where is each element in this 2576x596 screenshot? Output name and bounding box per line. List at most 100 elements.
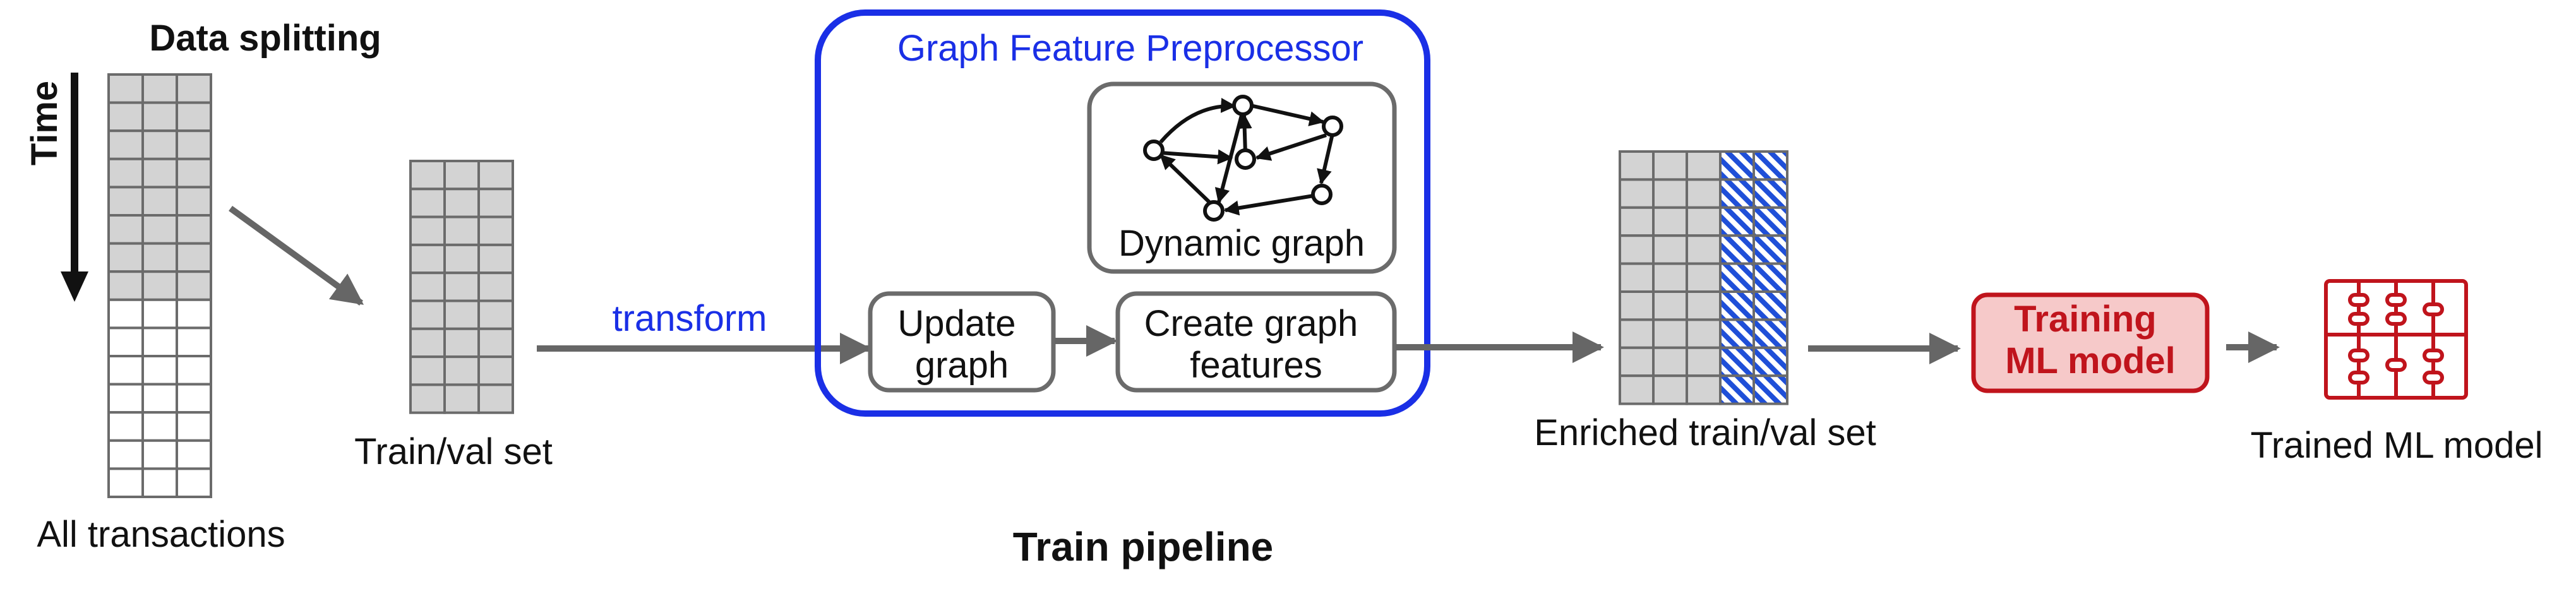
train-val-cell: [477, 160, 514, 191]
all-transactions-cell: [107, 411, 144, 442]
all-transactions-cell: [176, 73, 212, 104]
enriched-cell: [1652, 234, 1688, 265]
train-val-cell: [477, 243, 514, 275]
create-features-line-1: Create graph: [1144, 303, 1358, 344]
all-transactions-cell: [107, 242, 144, 273]
train-val-cell: [477, 355, 514, 386]
enriched-cell: [1752, 318, 1788, 349]
enriched-cell: [1619, 206, 1655, 237]
preprocessor-title: Graph Feature Preprocessor: [897, 28, 1363, 69]
transform-label: transform: [613, 298, 767, 339]
preprocessor-box: [815, 9, 1430, 417]
enriched-cell: [1652, 262, 1688, 294]
all-transactions-cell: [107, 73, 144, 104]
all-transactions-cell: [141, 383, 178, 414]
training-label: Training ML model: [2005, 299, 2176, 381]
enriched-cell: [1719, 150, 1755, 181]
train-val-cell: [443, 271, 480, 302]
all-transactions-cell: [107, 101, 144, 133]
trained-model-label: Trained ML model: [2250, 425, 2543, 466]
ml-model-icon: [2324, 279, 2468, 400]
enriched-cell: [1752, 178, 1788, 209]
training-box: [1971, 292, 2210, 393]
train-val-cell: [477, 271, 514, 302]
dynamic-graph-label: Dynamic graph: [1118, 223, 1365, 264]
enriched-cell: [1752, 374, 1788, 405]
all-transactions-table: [107, 73, 212, 499]
all-transactions-cell: [176, 383, 212, 414]
all-transactions-cell: [107, 326, 144, 358]
all-transactions-cell: [107, 214, 144, 245]
enriched-cell: [1752, 290, 1788, 321]
all-transactions-cell: [141, 129, 178, 160]
all-transactions-cell: [176, 186, 212, 217]
enriched-cell: [1686, 178, 1722, 209]
train-val-table: [409, 160, 514, 414]
enriched-cell: [1686, 262, 1722, 294]
all-transactions-cell: [176, 298, 212, 330]
train-val-cell: [409, 327, 446, 359]
train-val-cell: [443, 355, 480, 386]
all-transactions-cell: [176, 270, 212, 301]
all-transactions-cell: [176, 129, 212, 160]
train-val-cell: [477, 299, 514, 330]
enriched-cell: [1652, 318, 1688, 349]
train-val-cell: [443, 160, 480, 191]
enriched-cell: [1719, 262, 1755, 294]
all-transactions-cell: [107, 383, 144, 414]
train-val-cell: [409, 243, 446, 275]
train-val-cell: [409, 271, 446, 302]
create-features-box: [1115, 291, 1397, 393]
all-transactions-label: All transactions: [37, 514, 285, 555]
enriched-table: [1619, 150, 1788, 405]
enriched-label: Enriched train/val set: [1534, 412, 1876, 453]
enriched-cell: [1652, 206, 1688, 237]
all-transactions-cell: [107, 467, 144, 499]
all-transactions-cell: [176, 326, 212, 358]
dynamic-graph-box: [1087, 81, 1397, 274]
train-val-cell: [443, 383, 480, 414]
all-transactions-cell: [141, 214, 178, 245]
enriched-cell: [1652, 290, 1688, 321]
enriched-cell: [1619, 374, 1655, 405]
all-transactions-cell: [141, 73, 178, 104]
train-val-cell: [477, 327, 514, 359]
enriched-cell: [1619, 290, 1655, 321]
train-val-cell: [443, 299, 480, 330]
train-val-label: Train/val set: [354, 431, 553, 472]
all-transactions-cell: [176, 242, 212, 273]
enriched-cell: [1752, 234, 1788, 265]
train-val-cell: [477, 215, 514, 246]
enriched-cell: [1686, 206, 1722, 237]
training-line-1: Training: [2014, 299, 2157, 340]
enriched-cell: [1719, 206, 1755, 237]
enriched-cell: [1652, 346, 1688, 378]
enriched-cell: [1652, 374, 1688, 405]
all-transactions-cell: [107, 298, 144, 330]
all-transactions-cell: [107, 157, 144, 189]
train-val-cell: [443, 243, 480, 275]
enriched-cell: [1686, 150, 1722, 181]
train-val-cell: [443, 327, 480, 359]
train-val-cell: [409, 383, 446, 414]
all-transactions-cell: [176, 214, 212, 245]
enriched-cell: [1652, 178, 1688, 209]
all-transactions-cell: [141, 186, 178, 217]
split-arrow: [229, 205, 364, 306]
train-val-cell: [477, 188, 514, 218]
all-transactions-cell: [141, 298, 178, 330]
enriched-cell: [1719, 290, 1755, 321]
data-splitting-title: Data splitting: [149, 18, 381, 59]
enriched-cell: [1686, 290, 1722, 321]
enriched-cell: [1619, 318, 1655, 349]
enriched-cell: [1686, 346, 1722, 378]
enriched-cell: [1619, 262, 1655, 294]
all-transactions-cell: [141, 355, 178, 386]
enriched-cell: [1619, 150, 1655, 181]
all-transactions-cell: [141, 270, 178, 301]
all-transactions-cell: [141, 101, 178, 133]
enriched-cell: [1752, 206, 1788, 237]
train-val-cell: [409, 160, 446, 191]
enriched-cell: [1719, 374, 1755, 405]
all-transactions-cell: [141, 157, 178, 189]
